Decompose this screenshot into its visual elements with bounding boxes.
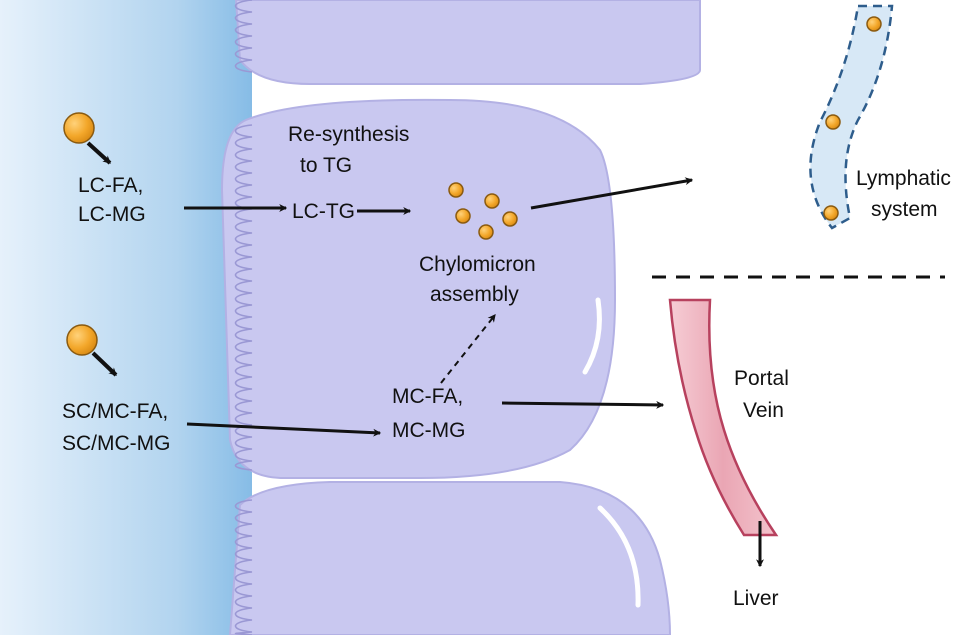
chylomicron-droplet	[448, 182, 464, 198]
label-resynthesis-line2: to TG	[300, 154, 352, 177]
enterocyte-top	[234, 0, 701, 85]
arrow-droplet-in-bottom	[91, 351, 118, 377]
label-portal-line2: Vein	[743, 399, 784, 422]
label-lc-fa: LC-FA,	[78, 174, 143, 197]
label-lymphatic-line1: Lymphatic	[856, 167, 951, 190]
arrow-scmc-to-mc	[186, 422, 382, 437]
chylomicron-droplet	[484, 193, 500, 209]
chylomicron-droplet	[502, 211, 518, 227]
dietary-lipid-droplet-bottom	[66, 324, 98, 356]
dietary-lipid-droplet-top	[63, 112, 95, 144]
portal-vein	[668, 298, 779, 537]
chylomicron-droplet	[478, 224, 494, 240]
arrow-droplet-in-top	[86, 141, 112, 165]
label-sc-mc-fa: SC/MC-FA,	[62, 400, 168, 423]
lipid-droplets	[63, 16, 882, 356]
label-resynthesis-line1: Re-synthesis	[288, 123, 409, 146]
chylomicron-droplet	[455, 208, 471, 224]
label-mc-mg: MC-MG	[392, 419, 465, 442]
arrow-chylomicron-to-lymph	[530, 177, 694, 210]
lymph-droplet	[823, 205, 839, 221]
enterocyte-middle	[220, 98, 617, 479]
lymph-droplet	[866, 16, 882, 32]
cell-highlight-bottom	[597, 505, 641, 608]
label-chylomicron-line1: Chylomicron	[419, 253, 536, 276]
intestinal-lumen	[0, 0, 252, 635]
lymph-droplet	[825, 114, 841, 130]
label-portal-line1: Portal	[734, 367, 789, 390]
enterocyte-bottom	[228, 481, 672, 635]
cell-highlight-middle	[582, 297, 602, 375]
label-mc-fa: MC-FA,	[392, 385, 463, 408]
label-sc-mc-mg: SC/MC-MG	[62, 432, 171, 455]
label-lc-mg: LC-MG	[78, 203, 146, 226]
lymphatic-vessel	[809, 4, 894, 230]
brush-border	[234, 0, 253, 635]
label-chylomicron-line2: assembly	[430, 283, 519, 306]
label-liver: Liver	[733, 587, 779, 610]
label-lymphatic-line2: system	[871, 198, 938, 221]
label-lc-tg: LC-TG	[292, 200, 355, 223]
arrow-mc-to-portal	[501, 400, 665, 409]
arrow-mc-to-chylomicron-dashed	[440, 314, 496, 384]
